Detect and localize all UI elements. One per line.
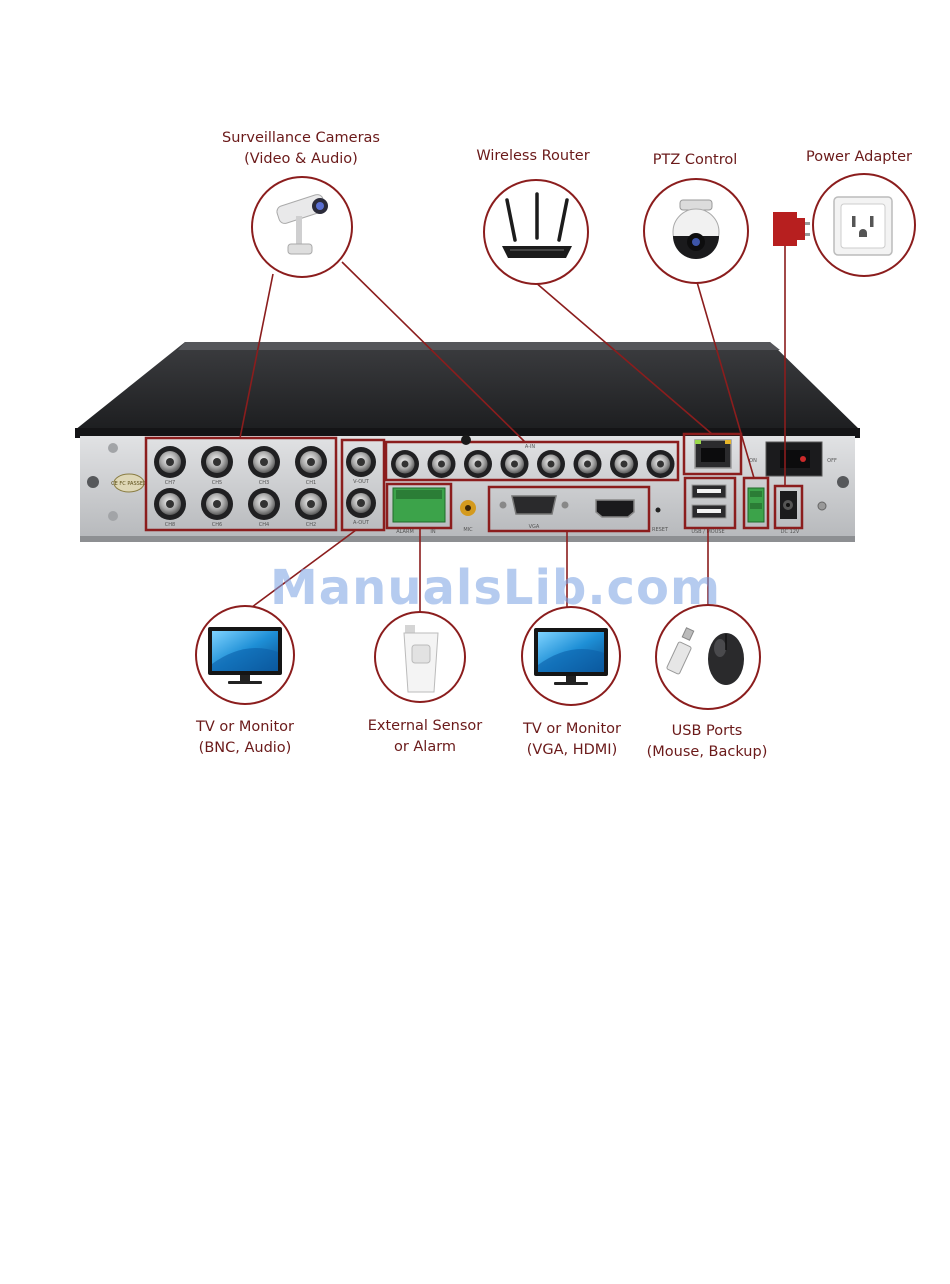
tv-bnc-label-line1: TV or Monitor [196,719,294,735]
ptz-terminal[interactable] [742,476,770,530]
connector-lines [239,246,786,612]
rca-audio-in-3[interactable] [573,450,602,478]
ch6-label: CH6 [212,522,222,528]
mic-port[interactable]: MIC [460,500,476,533]
rca-audio-in-2[interactable] [610,450,638,478]
ce-label: CE FC PASSED [111,481,147,487]
dc-label: DC 12V [781,529,800,535]
router-label: Wireless Router [476,146,589,167]
usb-drive-icon [666,627,695,675]
sensor-label: External Sensor or Alarm [368,716,482,758]
bnc-ch5 [201,446,233,478]
ch3-label: CH3 [259,480,269,486]
power-label: Power Adapter [806,147,912,168]
sensor-label-line1: External Sensor [367,718,483,734]
off-label: OFF [827,458,837,464]
vga-hdmi-ports[interactable]: VGA [487,485,651,533]
rca-audio-in-7[interactable] [427,450,456,478]
router-device [483,179,589,285]
wall-outlet-icon [833,196,893,256]
rca-audio-in-1[interactable] [646,450,675,478]
rca-audio-in-6[interactable] [464,450,492,478]
ptz-label-line1: PTZ Control [652,152,738,168]
usb-label-line1: USB Ports [671,723,743,739]
video-audio-out-ports[interactable]: V-OUT A-OUT [340,438,386,532]
ground-screw [817,501,827,511]
rca-audio-in-4[interactable] [537,450,565,478]
camera-device [251,176,353,278]
bnc-ch2 [295,488,327,520]
bnc-ch4 [248,488,280,520]
monitor-icon [208,627,282,684]
aout-label: A-OUT [353,520,370,526]
tv-vga-label: TV or Monitor (VGA, HDMI) [523,719,621,761]
reset-label: RESET [652,527,669,533]
bnc-ch8 [154,488,186,520]
vga-label: VGA [529,524,540,530]
power-switch[interactable]: ON OFF [749,441,837,477]
ch5-label: CH5 [212,480,222,486]
tv-bnc-label: TV or Monitor (BNC, Audio) [196,717,294,759]
certification-badge: CE FC PASSED [111,473,147,493]
dc-power-jack[interactable]: DC 12V [773,484,804,535]
bnc-ch3 [248,446,280,478]
cameras-label-line1: Surveillance Cameras [222,130,380,146]
mouse-icon [708,633,744,685]
dvr-rear-panel [80,436,855,540]
vout-label: V-OUT [353,479,370,485]
power-plug-icon [773,212,810,246]
reset-button[interactable]: RESET [652,507,669,534]
ain-label: A-IN [525,444,536,450]
tv-vga-label-line1: TV or Monitor [523,721,621,737]
rca-audio-in-8[interactable] [391,450,419,478]
cameras-label-line2: (Video & Audio) [244,151,358,167]
ch1-label: CH1 [306,480,316,486]
power-label-line1: Power Adapter [806,149,912,165]
usb-peripherals-device [655,604,761,710]
ch4-label: CH4 [259,522,269,528]
router-label-line1: Wireless Router [476,148,590,164]
usb-label-line2: (Mouse, Backup) [646,744,768,760]
ptz-camera-icon [672,199,720,259]
alarm-terminal[interactable]: ALARM IN [385,482,453,535]
bnc-ch6 [201,488,233,520]
camera-icon [276,194,328,255]
sensor-label-line2: or Alarm [393,739,457,755]
tv-vga-device [521,606,621,706]
mic-label: MIC [463,527,473,533]
ethernet-port[interactable] [682,432,743,476]
usb-label: USB Ports (Mouse, Backup) [647,721,768,763]
sensor-device [374,611,466,703]
watermark: ManualsLib.com [270,560,721,616]
ch7-label: CH7 [165,480,175,486]
rca-audio-in-5[interactable] [500,450,529,478]
ptz-device [643,178,749,284]
bnc-video-inputs[interactable]: CH7 CH5 CH3 CH1 CH8 CH6 CH4 CH2 [144,436,338,532]
on-label: ON [749,458,757,464]
router-icon [502,192,572,258]
alarm-in-label: IN [430,529,435,535]
ch8-label: CH8 [165,522,175,528]
ptz-label: PTZ Control [653,150,738,171]
tv-bnc-device [195,605,295,705]
ch2-label: CH2 [306,522,316,528]
monitor-icon [534,628,608,685]
audio-in-ports[interactable]: A-IN [384,435,680,482]
bnc-ch1 [295,446,327,478]
cameras-label: Surveillance Cameras (Video & Audio) [222,128,380,170]
alarm-label: ALARM [396,529,414,535]
bnc-ch7 [154,446,186,478]
power-adapter-device [773,173,916,277]
tv-vga-label-line2: (VGA, HDMI) [526,742,618,758]
tv-bnc-label-line2: (BNC, Audio) [198,740,292,756]
motion-sensor-icon [403,625,439,693]
